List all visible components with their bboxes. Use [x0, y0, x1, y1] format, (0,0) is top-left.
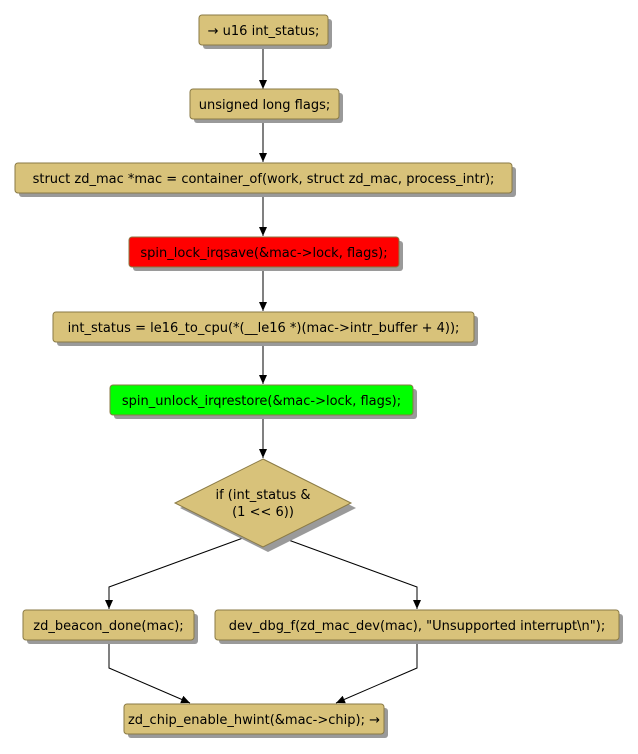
node-enable-hwint: zd_chip_enable_hwint(&mac->chip); →	[123, 703, 388, 738]
node-condition-label-line1: if (int_status &	[215, 488, 310, 503]
node-flags-decl: unsigned long flags;	[189, 88, 343, 123]
edge-beacon-to-enable	[108, 641, 191, 704]
node-mac-decl-label: struct zd_mac *mac = container_of(work, …	[33, 172, 495, 187]
edge-condition-to-debug	[282, 537, 421, 609]
node-unlock-box	[109, 384, 414, 416]
node-entry: → u16 int_status;	[198, 14, 332, 49]
node-unlock-label: spin_unlock_irqrestore(&mac->lock, flags…	[122, 394, 401, 409]
node-condition-label-line2: (1 << 6))	[232, 505, 294, 520]
edges	[105, 46, 421, 704]
node-flags-decl-label: unsigned long flags;	[199, 98, 331, 113]
node-read-status-box	[52, 311, 475, 343]
node-condition-diamond	[173, 458, 353, 548]
node-condition: if (int_status & (1 << 6))	[173, 458, 356, 552]
node-beacon-done: zd_beacon_done(mac);	[22, 609, 198, 644]
edge-debug-to-enable	[335, 641, 418, 704]
node-mac-decl: struct zd_mac *mac = container_of(work, …	[14, 162, 516, 197]
node-lock: spin_lock_irqsave(&mac->lock, flags);	[128, 236, 403, 271]
node-read-status-label: int_status = le16_to_cpu(*(__le16 *)(mac…	[68, 321, 460, 336]
node-lock-box	[128, 236, 400, 268]
node-beacon-done-box	[22, 609, 195, 641]
node-enable-hwint-box	[123, 703, 385, 735]
edge-condition-to-beacon	[105, 537, 244, 609]
node-lock-label: spin_lock_irqsave(&mac->lock, flags);	[140, 246, 387, 261]
node-beacon-done-label: zd_beacon_done(mac);	[33, 619, 183, 634]
node-enable-hwint-label: zd_chip_enable_hwint(&mac->chip); →	[128, 713, 380, 728]
node-debug-msg: dev_dbg_f(zd_mac_dev(mac), "Unsupported …	[214, 609, 623, 644]
node-debug-msg-label: dev_dbg_f(zd_mac_dev(mac), "Unsupported …	[229, 619, 605, 634]
node-debug-msg-box	[214, 609, 620, 641]
node-unlock: spin_unlock_irqrestore(&mac->lock, flags…	[109, 384, 417, 419]
node-entry-label: → u16 int_status;	[208, 24, 320, 39]
node-mac-decl-box	[14, 162, 513, 194]
node-flags-decl-box	[189, 88, 340, 120]
node-entry-box	[198, 14, 329, 46]
node-read-status: int_status = le16_to_cpu(*(__le16 *)(mac…	[52, 311, 478, 346]
